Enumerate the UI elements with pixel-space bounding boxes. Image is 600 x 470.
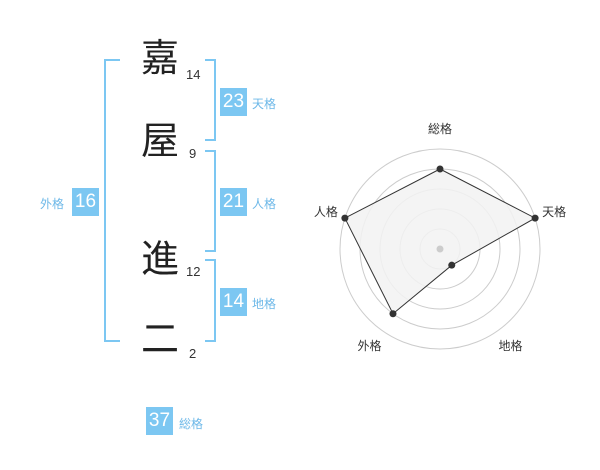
- gaikaku-value-badge: 16: [72, 188, 99, 216]
- chikaku-value-badge: 14: [220, 288, 247, 316]
- radar-center-dot: [436, 245, 444, 253]
- radar-point-5: [341, 214, 349, 222]
- tenkaku-value-badge: 23: [220, 88, 247, 116]
- name-char-4: 二: [140, 317, 179, 361]
- stroke-count-4: 2: [189, 346, 197, 361]
- radar-axis-label-2: 天格: [542, 204, 566, 219]
- soukaku-value-badge: 37: [146, 407, 173, 435]
- radar-axis-label-3: 地格: [498, 338, 522, 353]
- radar-point-1: [436, 165, 444, 173]
- tenkaku-bracket: [205, 59, 216, 141]
- chikaku-bracket: [205, 259, 216, 342]
- tenkaku-label: 天格: [252, 97, 277, 111]
- radar-point-4: [389, 310, 397, 318]
- radar-axis-label-4: 外格: [357, 338, 381, 353]
- radar-ring-5: [339, 148, 541, 350]
- jinkaku-bracket: [205, 150, 216, 252]
- radar-axis-label-5: 人格: [314, 204, 338, 219]
- soukaku-label: 総格: [179, 417, 204, 431]
- stroke-count-3: 12: [186, 264, 201, 279]
- jinkaku-label: 人格: [252, 197, 277, 211]
- chikaku-label: 地格: [252, 297, 277, 311]
- radar-area: [344, 168, 537, 315]
- name-char-2: 屋: [140, 119, 179, 163]
- gaikaku-label: 外格: [40, 197, 65, 211]
- radar-axis-label-1: 総格: [428, 121, 452, 136]
- radar-point-3: [448, 261, 456, 269]
- stroke-count-1: 14: [186, 67, 201, 82]
- stroke-count-2: 9: [189, 146, 197, 161]
- gaikaku-bracket: [104, 59, 120, 342]
- name-char-3: 進: [140, 237, 179, 281]
- radar-point-2: [531, 214, 539, 222]
- name-char-1: 嘉: [140, 36, 179, 80]
- jinkaku-value-badge: 21: [220, 188, 247, 216]
